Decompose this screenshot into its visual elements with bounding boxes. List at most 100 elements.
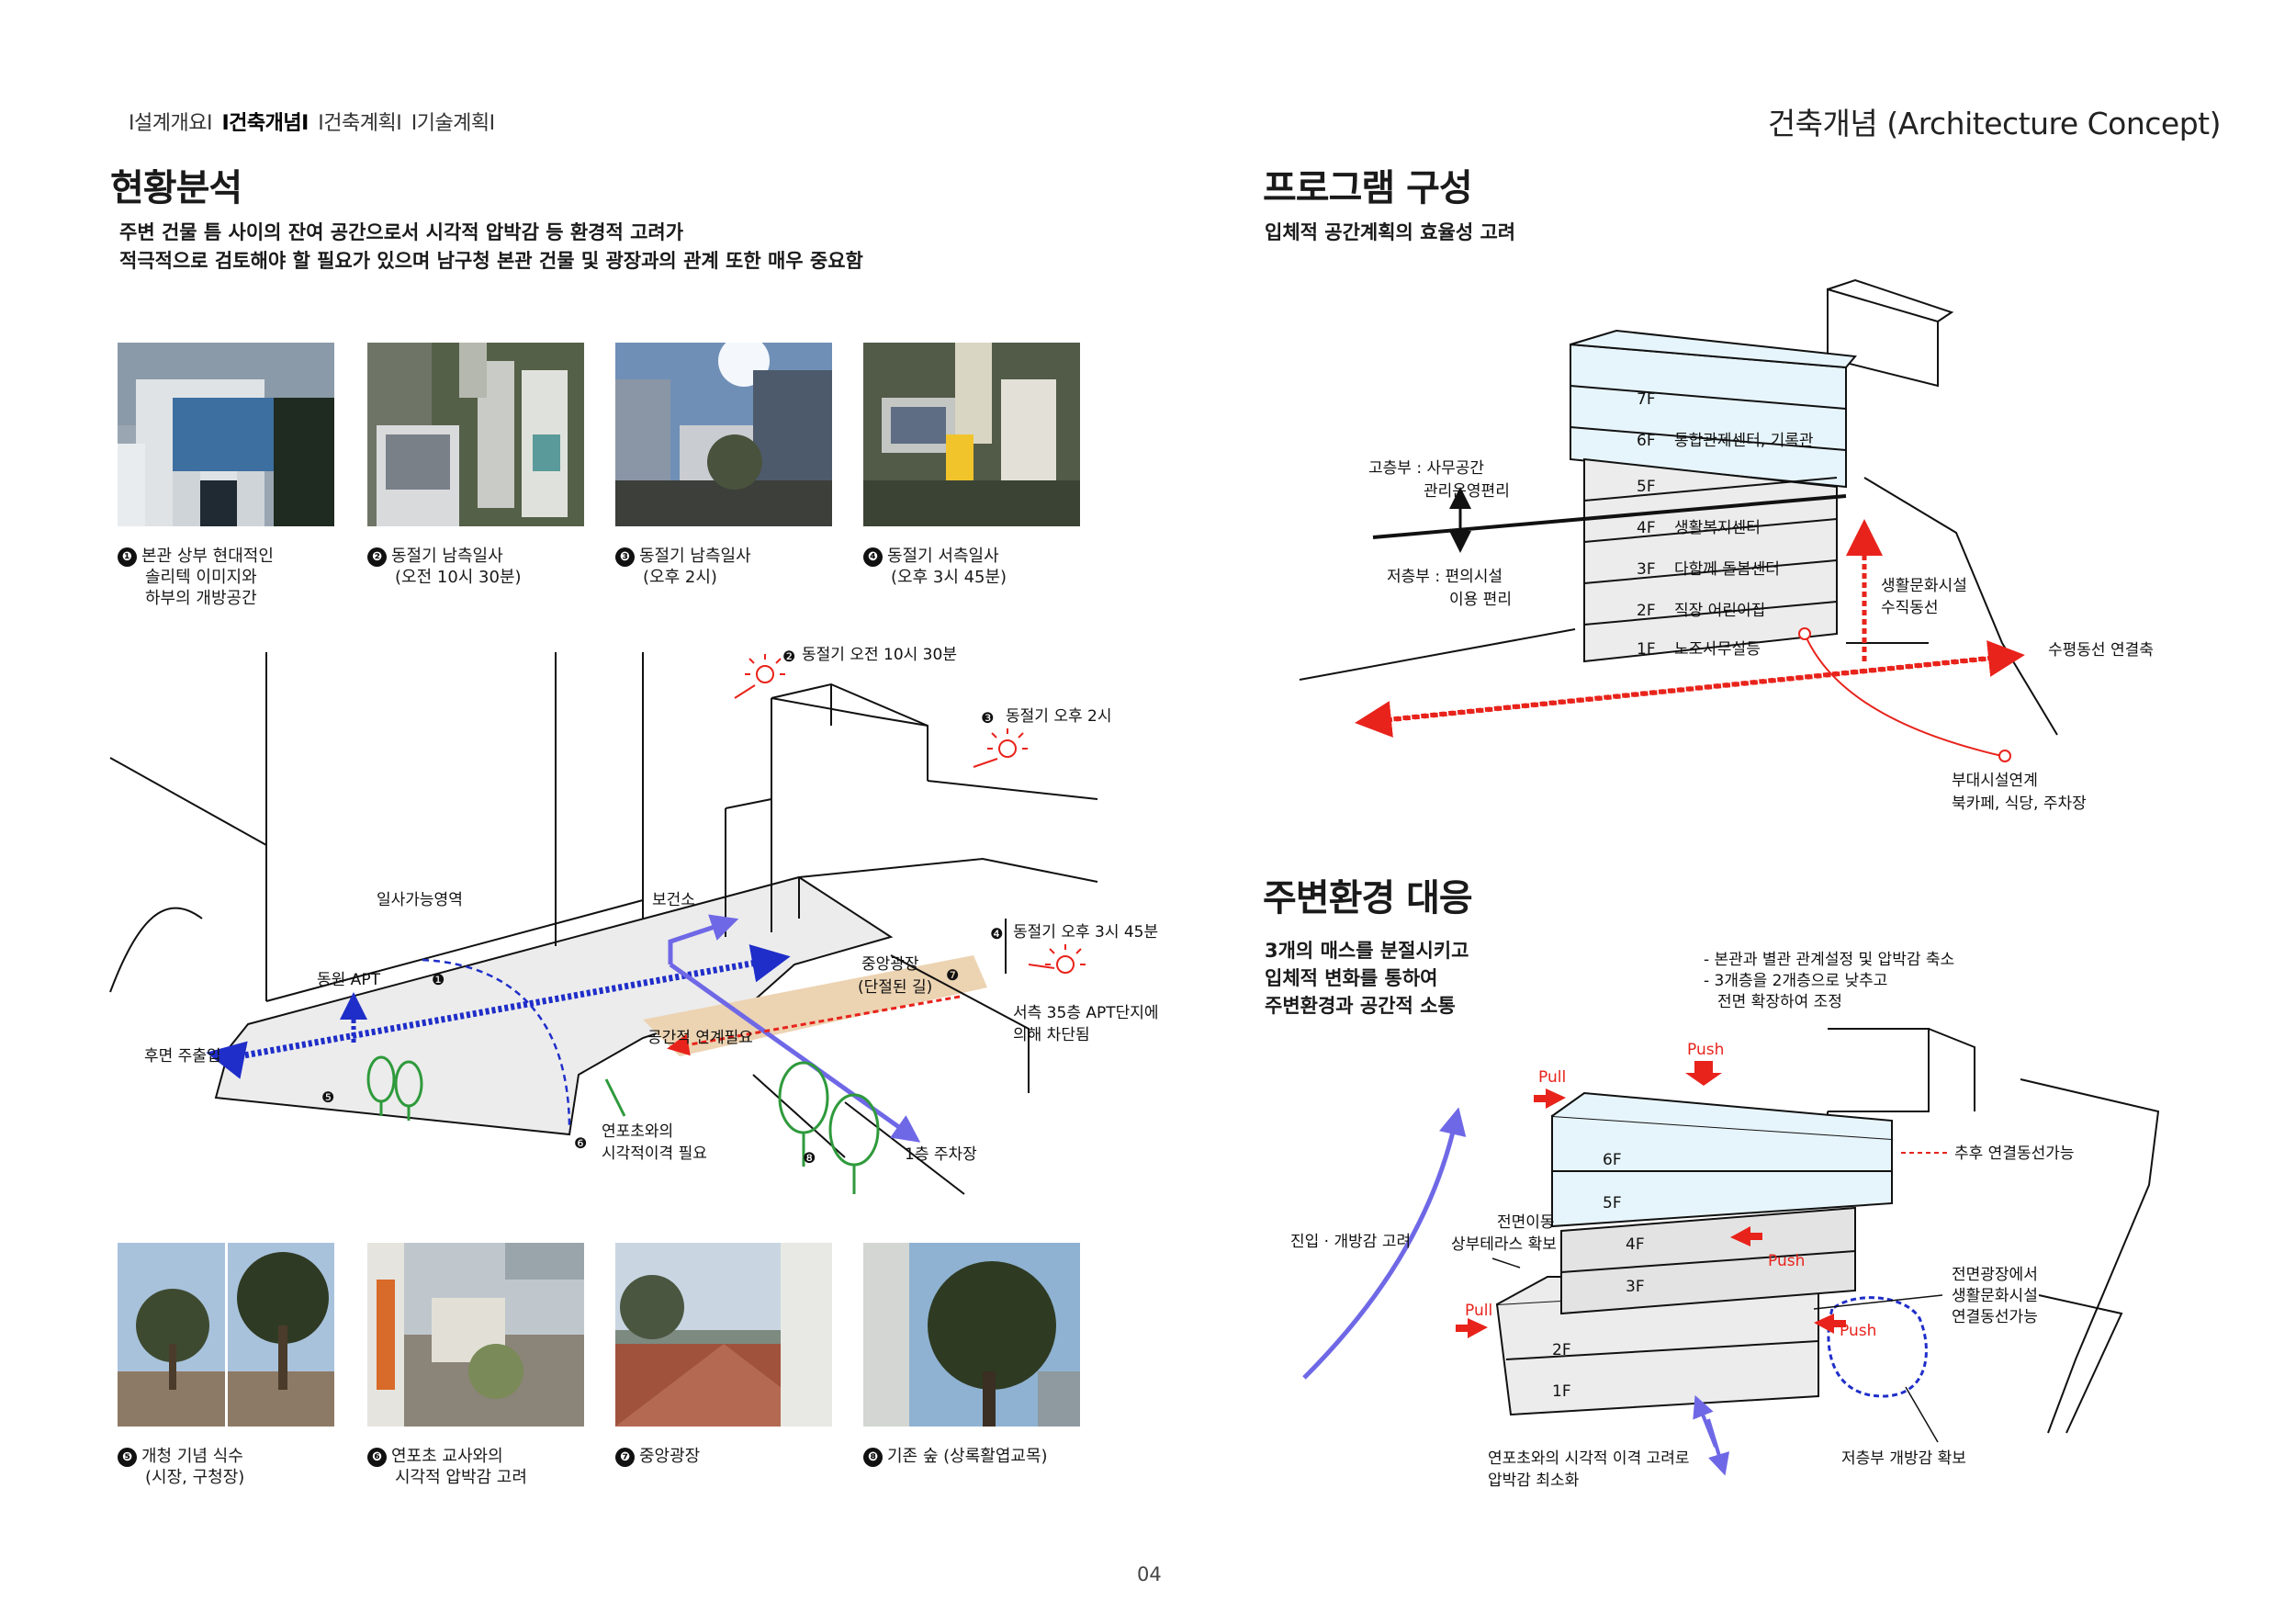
marker-6: ❻ bbox=[574, 1134, 587, 1152]
page-number: 04 bbox=[1137, 1563, 1162, 1585]
photo-memorial-tree-image bbox=[118, 1243, 334, 1427]
floor-4f: 4F bbox=[1637, 519, 1656, 537]
photo-south-sun-afternoon-image bbox=[615, 343, 832, 526]
resp-floor-1f: 1F bbox=[1552, 1382, 1571, 1401]
marker-3: ❸ bbox=[981, 709, 994, 727]
caption-3-line1: 동절기 남측일사 bbox=[639, 547, 751, 566]
photo-south-sun-morning bbox=[367, 343, 584, 526]
resp-floor-4f: 4F bbox=[1626, 1235, 1645, 1254]
marker-1: ❶ bbox=[432, 971, 445, 988]
label-health-center: 보건소 bbox=[652, 891, 695, 909]
marker-7: ❼ bbox=[946, 966, 959, 984]
program-diagram: 7F 6F 통합관제센터, 기록관 5F 4F 생활복지센터 3F 다함께 돌봄… bbox=[1299, 278, 2154, 813]
response-building bbox=[1495, 1091, 1893, 1416]
caption-number-4: ❹ bbox=[863, 547, 883, 567]
pull-label-top: Pull bbox=[1538, 1068, 1566, 1087]
caption-4-line2: (오후 3시 45분) bbox=[891, 568, 1007, 587]
vertical-label-line2: 수직동선 bbox=[1881, 599, 1939, 617]
photo-main-building-image bbox=[118, 343, 334, 526]
terrace-label-line1: 전면이동 bbox=[1497, 1213, 1555, 1232]
photo-south-sun-morning-image bbox=[367, 343, 584, 526]
floor-4f-name: 생활복지센터 bbox=[1674, 519, 1761, 537]
label-parking: 1층 주차장 bbox=[905, 1145, 977, 1164]
sun-label-afternoon: 동절기 오후 2시 bbox=[1006, 707, 1111, 726]
program-building bbox=[1570, 329, 1857, 663]
push-label-mid: Push bbox=[1768, 1252, 1805, 1270]
horizontal-axis-arrow-right bbox=[1377, 640, 2025, 724]
resp-floor-5f: 5F bbox=[1603, 1194, 1622, 1212]
lower-label-line1: 저층부 : 편의시설 bbox=[1387, 568, 1503, 586]
response-desc-line1: 3개의 매스를 분절시키고 bbox=[1265, 940, 1469, 962]
nav-item-planning[interactable]: I건축계획I bbox=[318, 112, 402, 135]
program-subtitle: 입체적 공간계획의 효율성 고려 bbox=[1265, 221, 1516, 243]
caption-3-line2: (오후 2시) bbox=[643, 568, 717, 587]
caption-1-line1: 본관 상부 현대적인 bbox=[141, 547, 274, 566]
caption-number-6: ❻ bbox=[367, 1448, 387, 1467]
nav-item-overview[interactable]: I설계개요I bbox=[129, 112, 212, 135]
label-spatial-link: 공간적 연계필요 bbox=[647, 1029, 753, 1047]
horizontal-axis-label: 수평동선 연결축 bbox=[2048, 641, 2154, 660]
sun-note-line2: 의해 차단됨 bbox=[1013, 1026, 1090, 1044]
response-description: 3개의 매스를 분절시키고 입체적 변화를 통하여 주변환경과 공간적 소통 bbox=[1265, 937, 1469, 1020]
entry-openness-arrow bbox=[1302, 1107, 1467, 1380]
caption-1-line2: 솔리텍 이미지와 bbox=[145, 568, 257, 587]
photo-memorial-tree bbox=[118, 1243, 334, 1427]
leader-lines bbox=[1491, 1257, 1943, 1443]
site-plaza-area bbox=[214, 875, 894, 1136]
photo-school-building bbox=[367, 1243, 584, 1427]
section-title-response: 주변환경 대응 bbox=[1263, 877, 1473, 919]
response-diagram: Push Pull Push Pull Push 6F 5F 4F 3F 2F … bbox=[1290, 951, 2160, 1490]
caption-number-7: ❼ bbox=[615, 1448, 635, 1467]
caption-2-line1: 동절기 남측일사 bbox=[391, 547, 503, 566]
photo-existing-forest-image bbox=[863, 1243, 1080, 1427]
site-analysis-diagram: 동절기 오전 10시 30분 동절기 오후 2시 동절기 오후 3시 45분 서… bbox=[109, 646, 1159, 1195]
photo-central-plaza bbox=[615, 1243, 832, 1427]
nav-item-technical[interactable]: I기술계획I bbox=[411, 112, 495, 135]
label-school-line2: 시각적이격 필요 bbox=[602, 1145, 707, 1163]
section-nav: I설계개요I I건축개념I I건축계획I I기술계획I bbox=[129, 107, 499, 136]
note-line1: - 본관과 별관 관계설정 및 압박감 축소 bbox=[1704, 951, 1954, 969]
sun-zone-curve bbox=[422, 958, 571, 1131]
terrace-label-line2: 상부테라스 확보 bbox=[1451, 1235, 1557, 1254]
lower-label-line2: 이용 편리 bbox=[1449, 591, 1512, 609]
vertical-label-line1: 생활문화시설 bbox=[1881, 577, 1967, 595]
push-pull-arrows bbox=[1456, 1061, 1846, 1338]
floor-3f-name: 다함께 돌봄센터 bbox=[1674, 560, 1780, 579]
parking-arrow bbox=[669, 962, 921, 1143]
caption-number-3: ❸ bbox=[615, 547, 635, 567]
analysis-desc-line1: 주변 건물 틈 사이의 잔여 공간으로서 시각적 압박감 등 환경적 고려가 bbox=[119, 221, 684, 243]
caption-8-line1: 기존 숲 (상록활엽교목) bbox=[887, 1447, 1048, 1466]
caption-number-5: ❺ bbox=[118, 1448, 137, 1467]
analysis-desc-line2: 적극적으로 검토해야 할 필요가 있으며 남구청 본관 건물 및 광장과의 관계… bbox=[119, 250, 863, 272]
caption-5-line1: 개청 기념 식수 bbox=[141, 1447, 243, 1466]
nav-item-concept[interactable]: I건축개념I bbox=[221, 112, 309, 135]
floor-1f-name: 노조사무실등 bbox=[1674, 640, 1761, 659]
photo-main-building bbox=[118, 343, 334, 526]
resp-floor-3f: 3F bbox=[1626, 1278, 1645, 1296]
page-title: 건축개념 (Architecture Concept) bbox=[1767, 106, 2222, 141]
caption-4-line1: 동절기 서측일사 bbox=[887, 547, 999, 566]
caption-6-line1: 연포초 교사와의 bbox=[391, 1447, 503, 1466]
marker-2: ❷ bbox=[782, 648, 795, 665]
program-context-lines bbox=[1299, 278, 2058, 736]
photo-west-sun-image bbox=[863, 343, 1080, 526]
floor-3f: 3F bbox=[1637, 560, 1656, 579]
caption-2-line2: (오전 10시 30분) bbox=[395, 568, 522, 587]
caption-number-1: ❶ bbox=[118, 547, 137, 567]
school-label-line2: 압박감 최소화 bbox=[1488, 1472, 1580, 1490]
caption-5-line2: (시장, 구청장) bbox=[145, 1468, 245, 1487]
sun-note-line1: 서측 35층 APT단지에 bbox=[1013, 1004, 1159, 1022]
annex-link-curve bbox=[1804, 633, 2003, 757]
resp-floor-6f: 6F bbox=[1603, 1151, 1622, 1169]
plaza-label-line2: 생활문화시설 bbox=[1952, 1287, 2038, 1305]
annex-label-line2: 북카페, 식당, 주차장 bbox=[1952, 795, 2087, 813]
note-line2: - 3개층을 2개층으로 낮추고 bbox=[1704, 972, 1887, 990]
horizontal-axis-arrow-left bbox=[1355, 654, 2003, 738]
floor-6f: 6F bbox=[1637, 432, 1656, 450]
